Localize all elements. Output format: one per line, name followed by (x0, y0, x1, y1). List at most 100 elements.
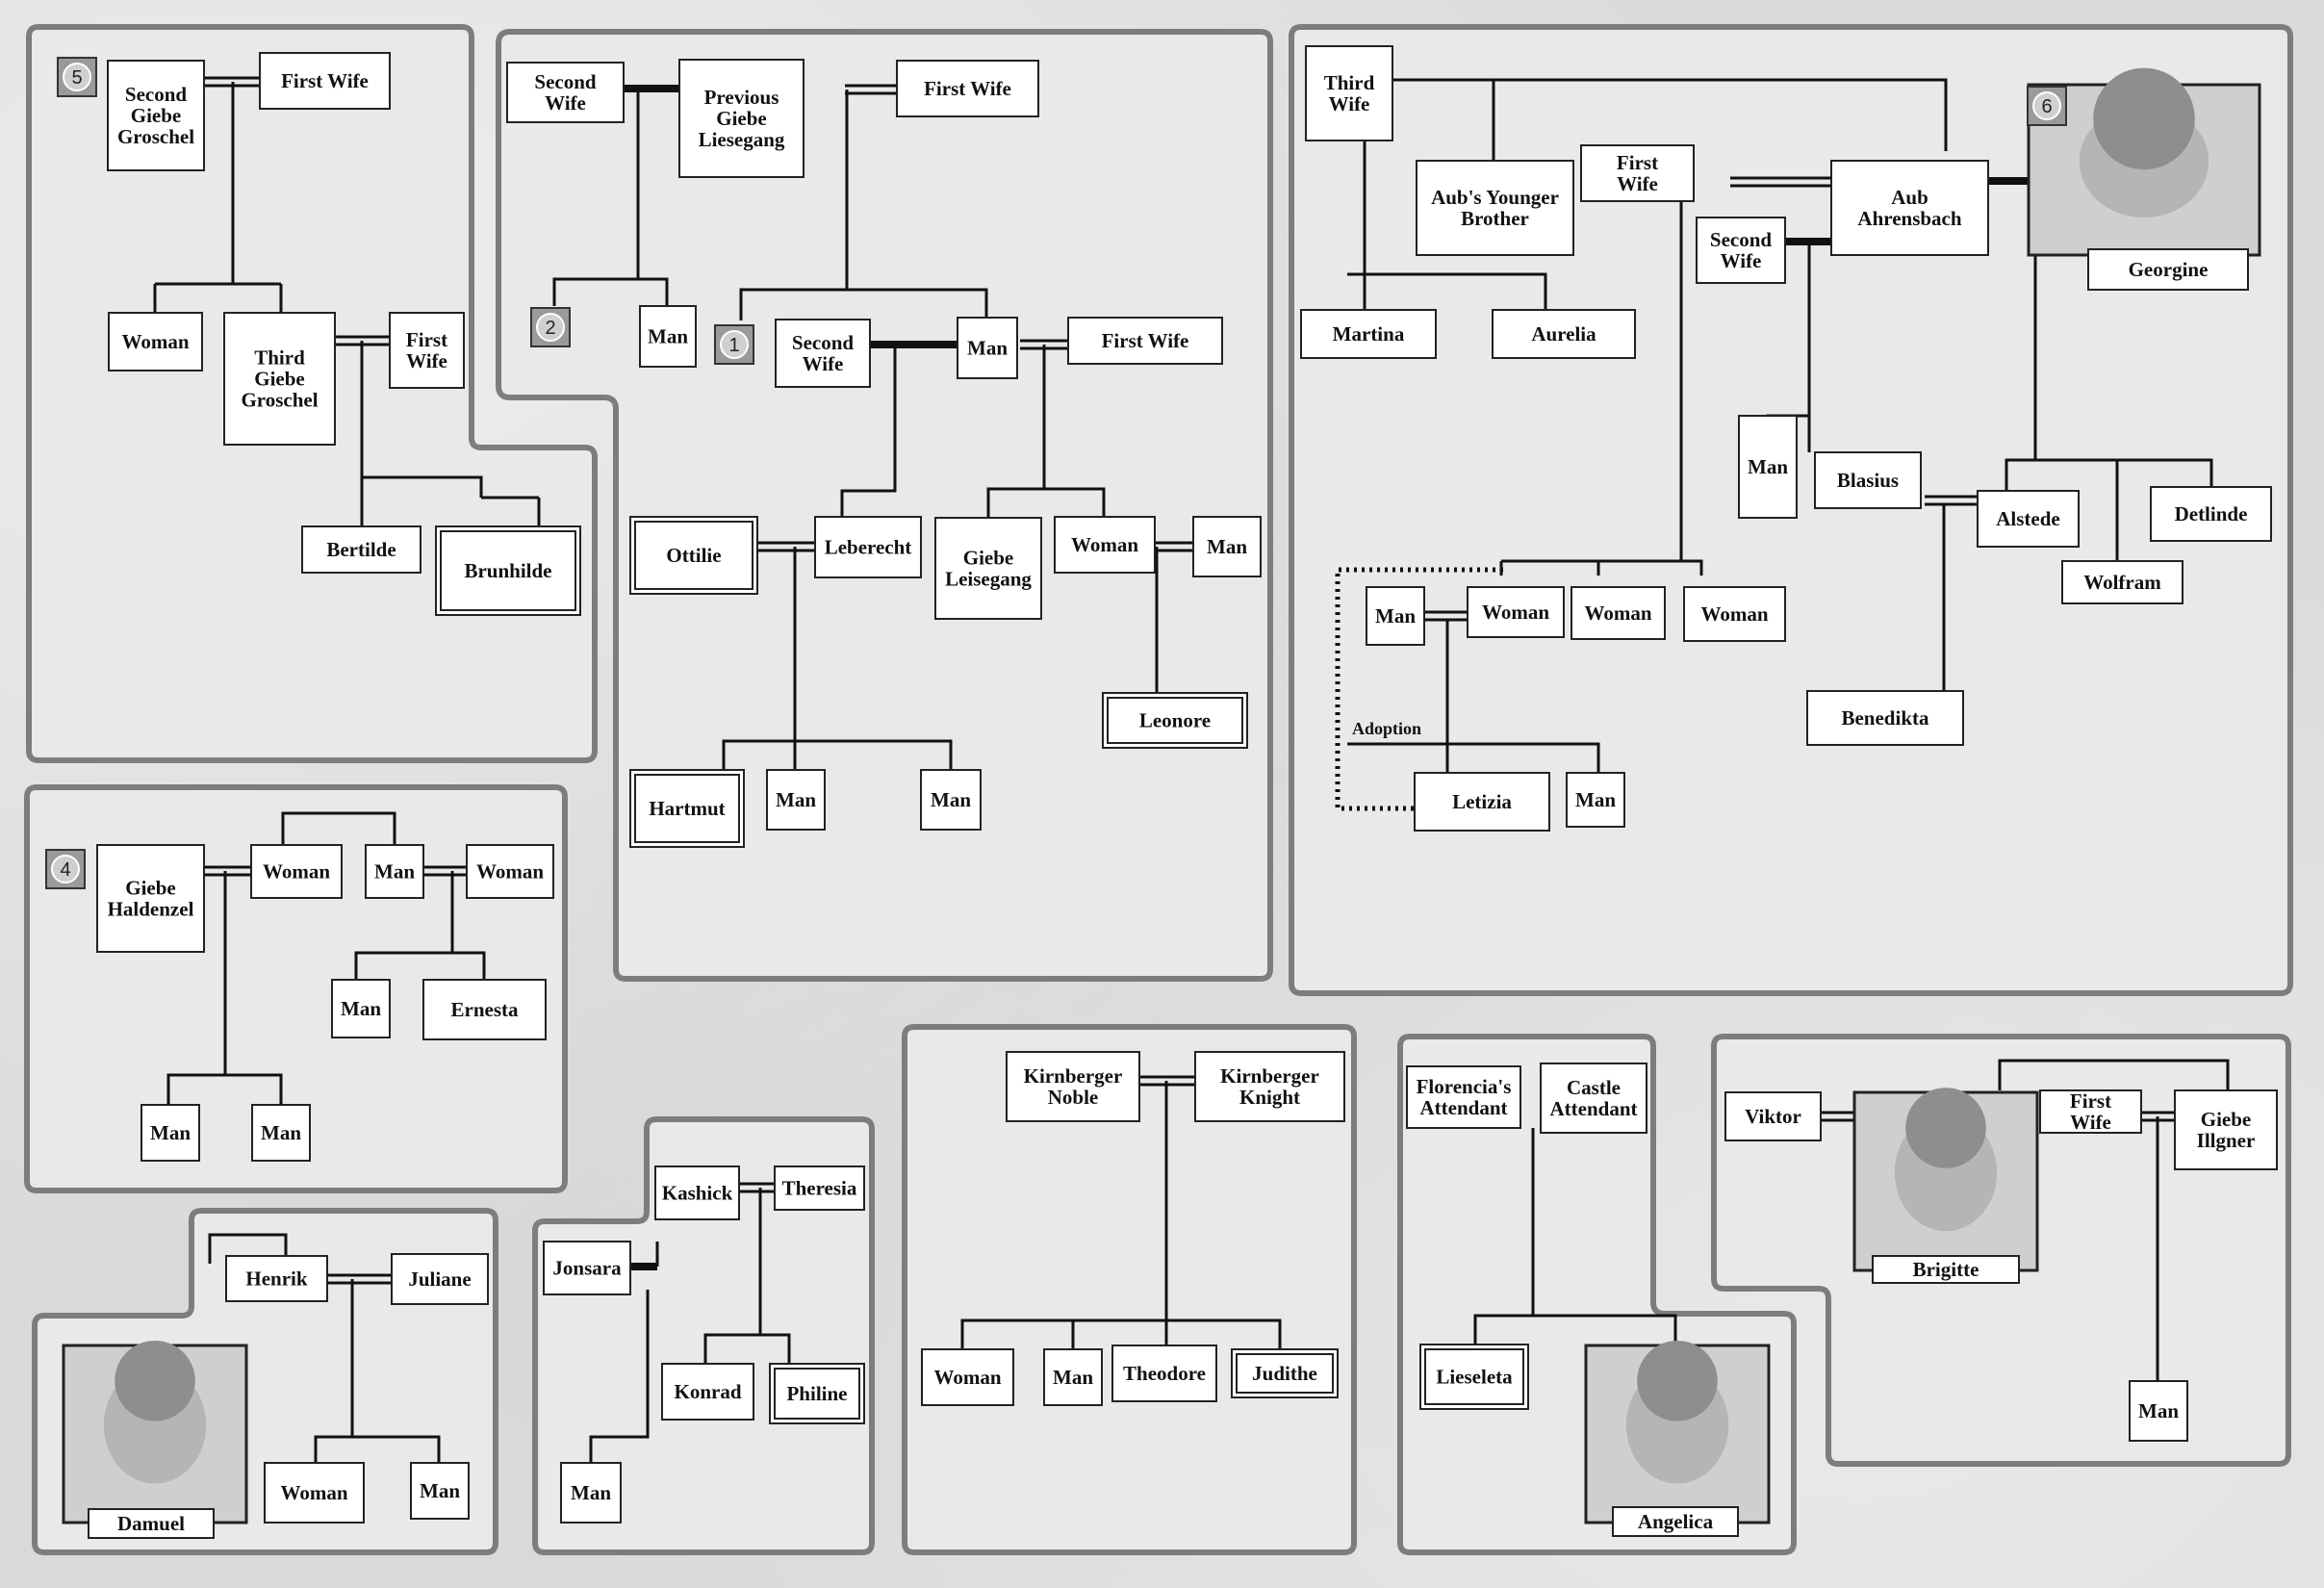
person-name: Letizia (1452, 790, 1512, 813)
person-node-haldenzel-sibling-wife: Woman (466, 844, 554, 899)
person-name: Man (967, 337, 1008, 360)
person-node-wolfram: Wolfram (2061, 560, 2184, 604)
person-node-illgner-man: Man (2129, 1380, 2188, 1442)
brigitte-portrait (1852, 1088, 2039, 1272)
connector-line (1533, 1314, 1677, 1345)
person-node-man-first-wife: First Wife (1067, 317, 1223, 365)
connector-line (314, 1279, 354, 1463)
marker-number: 4 (60, 859, 70, 881)
marriage-line (1155, 541, 1193, 552)
person-name: Wolfram (2083, 571, 2161, 594)
person-node-jonsara-man: Man (560, 1462, 622, 1524)
person-node-philine: Philine (769, 1363, 865, 1424)
person-name: Brigitte (1913, 1258, 1979, 1281)
person-node-damuel: Damuel (88, 1508, 215, 1539)
person-name: Man (374, 860, 415, 884)
person-name: Man (261, 1121, 301, 1144)
person-node-theresia: Theresia (774, 1165, 865, 1211)
person-node-juliane: Juliane (391, 1253, 489, 1305)
panel-kirnberger (902, 1024, 1357, 1555)
person-node-brigitte: Brigitte (1872, 1255, 2020, 1284)
person-node-letizia-brother: Man (1566, 772, 1625, 828)
marriage-line (423, 865, 467, 877)
marker-badge: 2 (530, 307, 571, 347)
person-name: Man (420, 1479, 460, 1502)
person-node-haldenzel-wife: Woman (250, 844, 343, 899)
marker-number: 5 (71, 67, 82, 89)
panel-liesegang (496, 29, 1273, 982)
person-name: Woman (1584, 602, 1651, 625)
person-name: Man (2138, 1399, 2179, 1422)
connector-line (352, 1435, 441, 1463)
person-node-hartmut: Hartmut (629, 769, 745, 848)
person-name: Theodore (1123, 1362, 1206, 1385)
person-name: Viktor (1745, 1105, 1801, 1128)
person-name: Philine (786, 1382, 847, 1405)
person-name: Lieseleta (1436, 1366, 1513, 1389)
person-name: Man (776, 788, 816, 811)
marriage-line (845, 84, 897, 95)
person-name: Alstede (1996, 507, 2060, 530)
person-node-ahrensbach-woman-a: Woman (1467, 586, 1565, 638)
person-node-alstede: Alstede (1977, 490, 2080, 548)
person-name: Ottilie (666, 544, 721, 567)
marriage-line (1925, 495, 1982, 506)
connector-line (166, 871, 227, 1105)
person-name: Man (1053, 1366, 1093, 1389)
person-name: Man (1207, 535, 1247, 558)
adoption-line (1335, 567, 1503, 811)
person-name: Bertilde (326, 538, 396, 561)
person-node-ottilie-son-a: Man (766, 769, 826, 831)
person-name: Jonsara (552, 1257, 622, 1280)
person-name: Henrik (245, 1268, 307, 1291)
connector-line (552, 89, 640, 306)
person-name: Man (931, 788, 971, 811)
person-node-kirnberger-man: Man (1043, 1348, 1103, 1406)
connector-line (739, 90, 849, 320)
damuel-portrait (62, 1341, 248, 1524)
person-name: Judithe (1252, 1362, 1317, 1385)
person-name: Benedikta (1841, 706, 1929, 730)
person-node-kirnberger-woman: Woman (921, 1348, 1014, 1406)
person-name: Man (1575, 788, 1616, 811)
person-name: First Wife (924, 77, 1011, 100)
adoption-note: Adoption (1352, 719, 1421, 738)
panel-kashick (532, 1116, 875, 1555)
connector-line (722, 547, 797, 770)
connector-line (1501, 559, 1703, 576)
connector-line (986, 345, 1046, 520)
connector-line (1473, 1128, 1535, 1345)
marriage-line (739, 1182, 775, 1193)
person-node-letizia: Letizia (1414, 772, 1550, 832)
person-node-liesegang-son-a: Man (639, 305, 697, 368)
marker-number: 6 (2041, 96, 2052, 117)
person-name: Aurelia (1531, 322, 1596, 346)
person-name: Woman (933, 1366, 1001, 1389)
person-node-martina: Martina (1300, 309, 1437, 359)
person-node-kashick: Kashick (654, 1165, 740, 1220)
person-name: Konrad (674, 1380, 741, 1403)
person-name: Leberecht (825, 536, 912, 559)
connector-line (1044, 487, 1106, 518)
marker-badge: 6 (2027, 86, 2067, 126)
person-name: Detlinde (2175, 502, 2248, 525)
person-name: Kashick (662, 1182, 733, 1205)
person-name: Man (341, 997, 381, 1020)
person-node-haldenzel-nephew: Man (331, 979, 391, 1038)
person-name: Woman (121, 330, 189, 353)
connector-line (1347, 272, 1547, 310)
person-node-ahrensbach-man-b: Man (1366, 586, 1425, 646)
connector-line (589, 1290, 650, 1463)
connector-line (1346, 78, 1948, 151)
